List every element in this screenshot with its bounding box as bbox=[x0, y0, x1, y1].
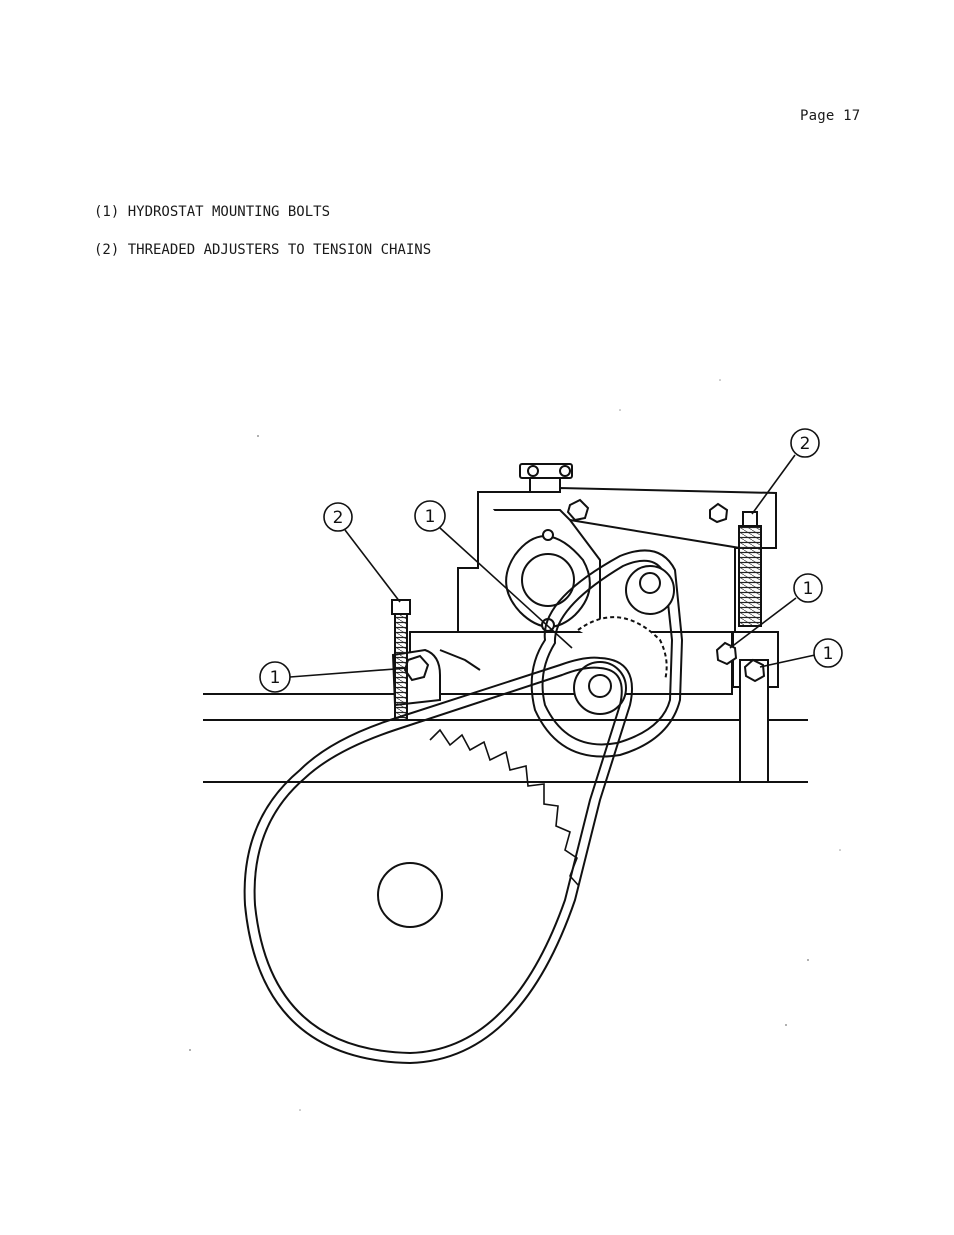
callout-1-right-upper: 1 bbox=[793, 573, 823, 603]
left-adjuster bbox=[391, 599, 411, 721]
svg-text:2: 2 bbox=[800, 434, 811, 454]
right-adjuster bbox=[715, 511, 779, 783]
callout-2-right: 2 bbox=[790, 428, 820, 458]
middle-gear bbox=[573, 616, 668, 715]
large-gear-teeth bbox=[429, 728, 580, 887]
large-chain bbox=[243, 656, 633, 1065]
large-gear-hub bbox=[377, 862, 443, 928]
svg-text:1: 1 bbox=[823, 644, 834, 664]
scan-speckle bbox=[189, 379, 841, 1111]
upper-chain bbox=[530, 549, 684, 758]
frame-rails bbox=[203, 693, 808, 783]
hydrostat-flange bbox=[505, 529, 591, 632]
svg-text:2: 2 bbox=[333, 508, 344, 528]
mounting-plate bbox=[409, 631, 733, 695]
callout-1-right-lower: 1 bbox=[813, 638, 843, 668]
page-number: Page 17 bbox=[800, 108, 861, 124]
callout-1-left: 1 bbox=[259, 661, 291, 693]
hydrostat-body bbox=[457, 463, 777, 633]
upper-sprocket bbox=[625, 565, 675, 615]
legend-item-mounting-bolts: (1) HYDROSTAT MOUNTING BOLTS bbox=[94, 204, 331, 220]
legend-item-threaded-adjusters: (2) THREADED ADJUSTERS TO TENSION CHAINS bbox=[94, 242, 432, 258]
callout-2-left: 2 bbox=[323, 502, 353, 532]
svg-text:1: 1 bbox=[270, 668, 281, 688]
legend: (1) HYDROSTAT MOUNTING BOLTS (2) THREADE… bbox=[94, 193, 431, 269]
svg-text:1: 1 bbox=[803, 579, 814, 599]
leader-lines bbox=[289, 454, 816, 678]
svg-text:1: 1 bbox=[425, 507, 436, 527]
callout-1-center: 1 bbox=[414, 500, 446, 532]
